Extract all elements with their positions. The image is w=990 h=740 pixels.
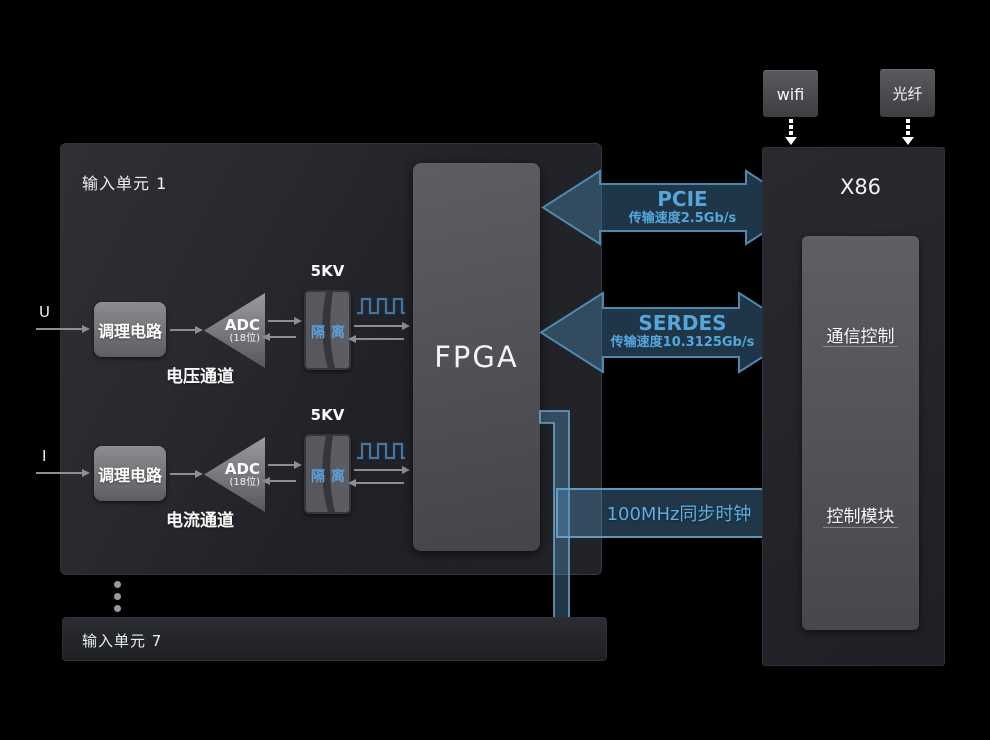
fpga-label: FPGA: [434, 340, 519, 374]
conditioning-box-voltage: 调理电路: [94, 302, 166, 357]
adc-label: ADC: [224, 459, 260, 478]
adc-label: ADC: [224, 315, 260, 334]
current-input-label: I: [42, 447, 47, 465]
fpga-block: FPGA: [413, 163, 540, 551]
isolation-right-char: 离: [331, 325, 345, 341]
pcie-link-label: PCIE 传输速度2.5Gb/s: [565, 188, 800, 227]
isolation-left-char: 隔: [311, 325, 325, 341]
control-module-underline: [823, 527, 898, 528]
isolation-voltage-rating: 5KV: [310, 262, 345, 280]
current-channel-label: 电流通道: [166, 511, 234, 531]
conditioning-box-current: 调理电路: [94, 446, 166, 501]
arrow-iso-to-fpga-current: [354, 466, 410, 474]
square-wave-icon-current: [357, 442, 405, 460]
serdes-speed: 传输速度10.3125Gb/s: [610, 335, 755, 350]
input-unit-7-panel: [62, 617, 607, 661]
fiber-box: 光纤: [880, 69, 935, 117]
voltage-channel-label: 电压通道: [166, 367, 234, 387]
adc-bits-label: (18位): [229, 476, 260, 488]
serdes-link-label: SERDES 传输速度10.3125Gb/s: [565, 312, 800, 351]
pcie-name: PCIE: [657, 187, 708, 211]
voltage-input-label: U: [39, 303, 50, 321]
x86-module-box: [802, 236, 919, 630]
control-module-label: 控制模块: [826, 507, 895, 527]
arrow-cond-to-adc-voltage: [170, 326, 203, 334]
ellipsis-dot: [114, 605, 121, 612]
isolation-barrier-voltage: 隔 离: [304, 290, 351, 370]
input-unit-1-title: 输入单元 1: [82, 174, 168, 193]
wifi-box: wifi: [763, 70, 818, 117]
isolation-barrier-shape: [306, 292, 349, 368]
clock-label: 100MHz同步时钟: [606, 504, 752, 525]
current-input-arrow: [36, 469, 90, 477]
arrow-fpga-to-iso-voltage: [348, 335, 404, 343]
fiber-label: 光纤: [892, 85, 923, 103]
arrow-iso-to-fpga-voltage: [354, 322, 410, 330]
arrow-adc-to-iso-voltage: [268, 317, 302, 325]
wifi-down-arrow-icon: [784, 119, 798, 145]
fiber-down-arrow-icon: [901, 119, 915, 145]
isolation-current-rating: 5KV: [310, 406, 345, 424]
comm-control-underline: [823, 346, 898, 347]
arrow-fpga-to-iso-current: [348, 479, 404, 487]
comm-control-label: 通信控制: [826, 327, 895, 347]
arrow-iso-to-adc-current: [262, 477, 296, 485]
serdes-name: SERDES: [638, 311, 727, 335]
input-unit-7-title: 输入单元 7: [82, 632, 163, 650]
clock-band: 100MHz同步时钟: [556, 488, 802, 538]
pcie-speed: 传输速度2.5Gb/s: [628, 211, 737, 226]
arrow-iso-to-adc-voltage: [262, 333, 296, 341]
isolation-barrier-current: 隔 离: [304, 434, 351, 514]
x86-title: X86: [839, 175, 882, 199]
ellipsis-dot: [114, 581, 121, 588]
voltage-input-arrow: [36, 325, 90, 333]
ellipsis-dot: [114, 593, 121, 600]
isolation-left-char: 隔: [311, 469, 325, 485]
isolation-barrier-shape: [306, 436, 349, 512]
wifi-label: wifi: [776, 84, 805, 104]
arrow-cond-to-adc-current: [170, 470, 203, 478]
square-wave-icon-voltage: [357, 297, 405, 315]
adc-bits-label: (18位): [229, 332, 260, 344]
arrow-adc-to-iso-current: [268, 461, 302, 469]
isolation-right-char: 离: [331, 469, 345, 485]
